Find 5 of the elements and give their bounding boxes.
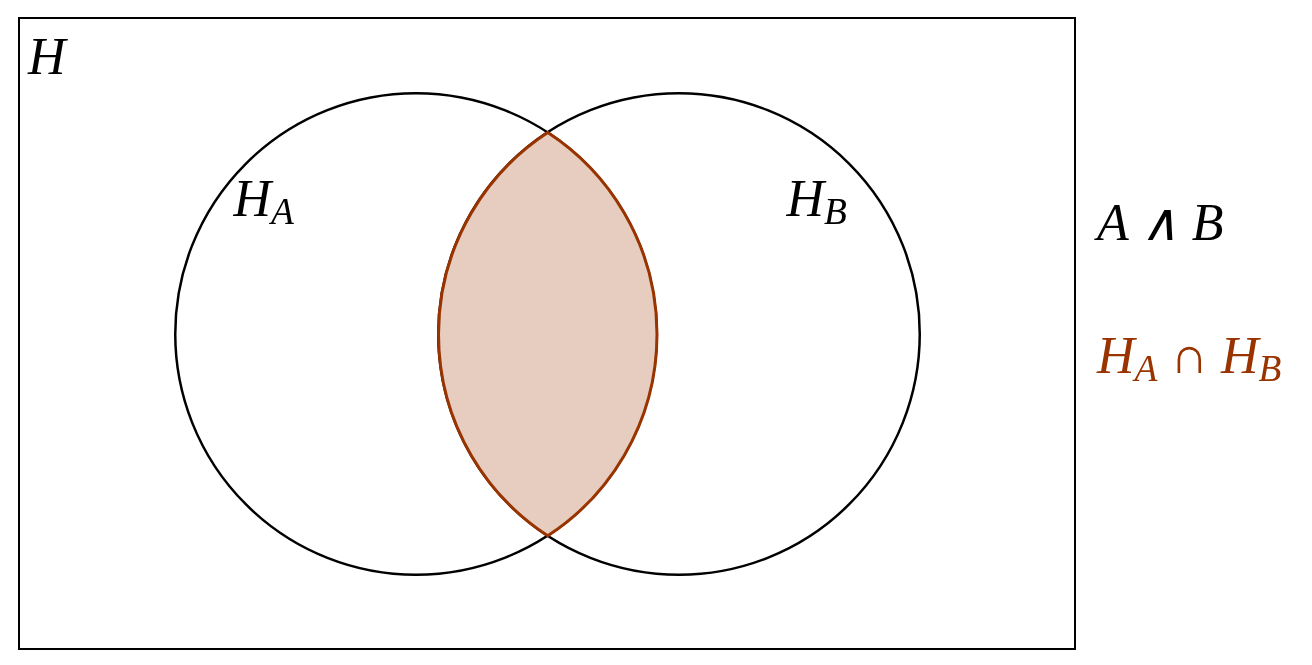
formula-label: H$_{A}$ ∩ H$_{B}$ xyxy=(1097,330,1282,382)
set-label: H$_{A}$ xyxy=(233,172,294,225)
universe-label: H xyxy=(28,31,66,83)
set-label: H$_{B}$ xyxy=(786,172,847,225)
intersection-region xyxy=(436,130,659,538)
